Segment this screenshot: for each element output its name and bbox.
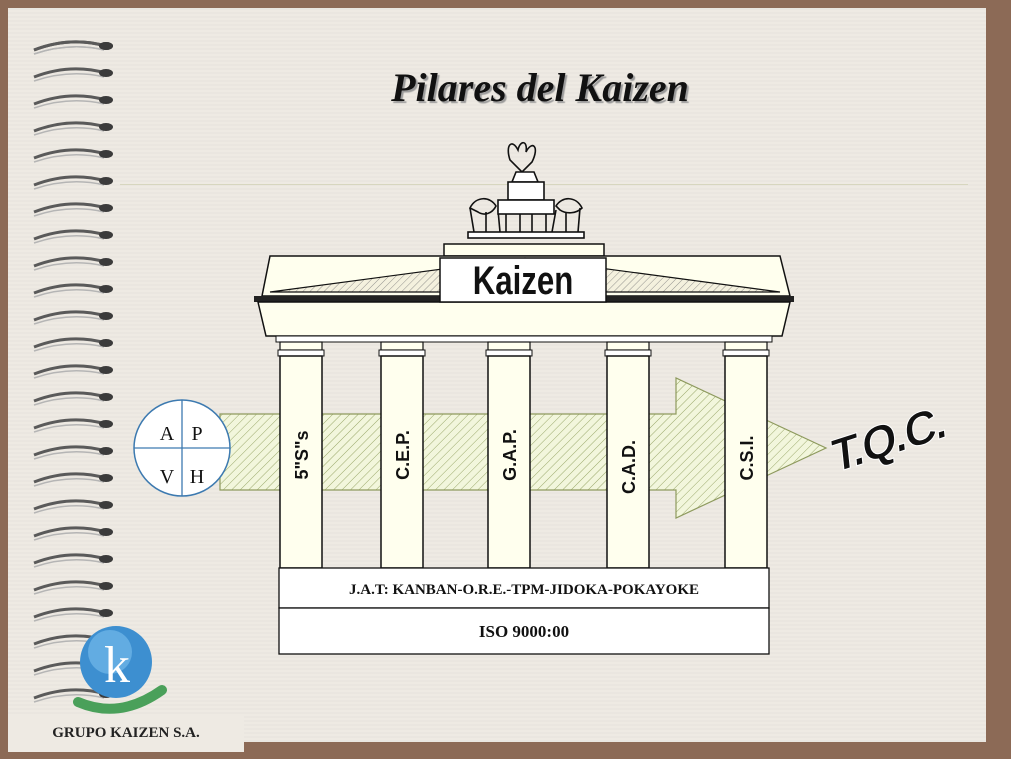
temple-roof xyxy=(254,243,794,343)
kaizen-logo xyxy=(73,626,167,714)
pillars xyxy=(277,341,770,569)
company-name: GRUPO KAIZEN S.A. xyxy=(8,715,244,752)
pillar-label-gap: G.A.P. xyxy=(500,429,520,481)
pdca-a: A xyxy=(160,423,175,445)
pillar-label-5s: 5"S"s xyxy=(292,430,312,479)
pillar-1 xyxy=(277,341,325,569)
pillar-5 xyxy=(722,341,770,569)
logo-letter: k xyxy=(104,637,130,694)
pillar-label-csi: C.S.I. xyxy=(737,435,757,480)
pillar-2 xyxy=(378,341,426,569)
pillar-3 xyxy=(485,341,533,569)
statue-icon xyxy=(467,141,585,239)
pillar-label-cep: C.E.P. xyxy=(393,430,413,480)
foundation xyxy=(278,567,770,655)
spiral-binding xyxy=(32,40,115,704)
pdca-v: V xyxy=(160,466,175,488)
pillar-label-cad: C.A.D. xyxy=(619,440,639,494)
pdca-p: P xyxy=(191,423,202,445)
pdca-h: H xyxy=(190,466,204,488)
foundation-iso: ISO 9000:00 xyxy=(479,622,569,641)
tqc-goal-label: T.Q.C. xyxy=(829,394,947,483)
foundation-jat: J.A.T: KANBAN-O.R.E.-TPM-JIDOKA-POKAYOKE xyxy=(349,582,699,598)
roof-kaizen-label: Kaizen xyxy=(473,258,574,303)
pillar-4 xyxy=(604,341,652,569)
slide-title: Pilares del Kaizen xyxy=(391,65,689,110)
pdca-circle xyxy=(133,399,231,497)
